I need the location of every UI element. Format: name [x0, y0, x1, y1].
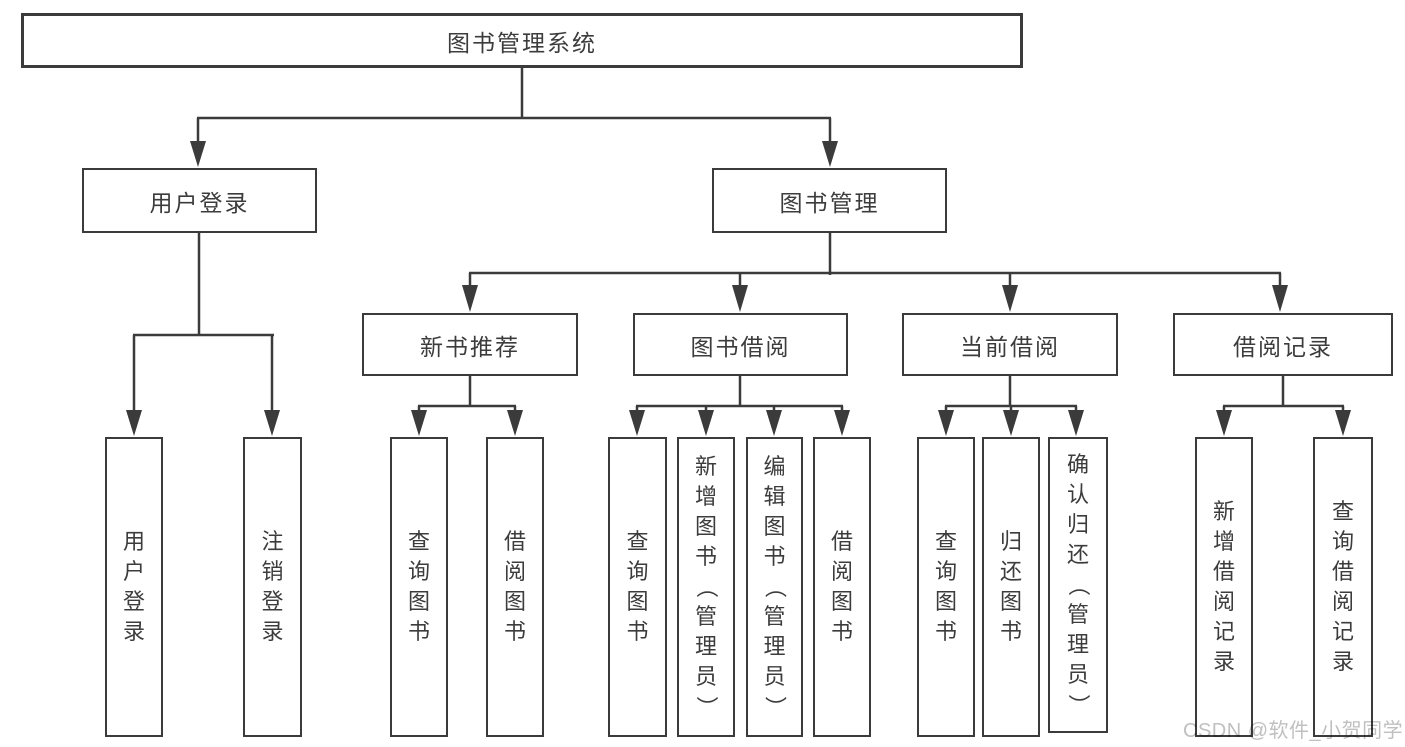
leaf-add-book-admin: 新增图书（管理员） — [677, 437, 735, 737]
leaf-edit-book-admin: 编辑图书（管理员） — [746, 437, 803, 737]
csdn-watermark: CSDN @软件_小贺同学 — [1183, 720, 1404, 742]
leaf-confirm-return-admin: 确认归还（管理员） — [1048, 437, 1108, 733]
leaf-borrow-books-1: 借阅图书 — [486, 437, 544, 737]
leaf-return-books: 归还图书 — [982, 437, 1040, 737]
leaf-query-books-3: 查询图书 — [917, 437, 975, 737]
leaf-add-borrow-record: 新增借阅记录 — [1195, 437, 1253, 737]
node-book-borrow: 图书借阅 — [633, 313, 848, 376]
node-user-login: 用户登录 — [82, 168, 317, 233]
leaf-query-borrow-record: 查询借阅记录 — [1313, 437, 1373, 737]
node-root-system: 图书管理系统 — [21, 13, 1023, 68]
leaf-borrow-books-2: 借阅图书 — [813, 437, 871, 737]
node-new-book-recommend: 新书推荐 — [362, 313, 578, 376]
leaf-query-books-2: 查询图书 — [608, 437, 667, 737]
leaf-user-login: 用户登录 — [105, 437, 163, 737]
node-current-borrow: 当前借阅 — [902, 313, 1118, 376]
leaf-logout-login: 注销登录 — [243, 437, 302, 737]
node-book-management: 图书管理 — [712, 168, 947, 233]
leaf-query-books-1: 查询图书 — [390, 437, 448, 737]
node-borrow-records: 借阅记录 — [1173, 313, 1393, 376]
